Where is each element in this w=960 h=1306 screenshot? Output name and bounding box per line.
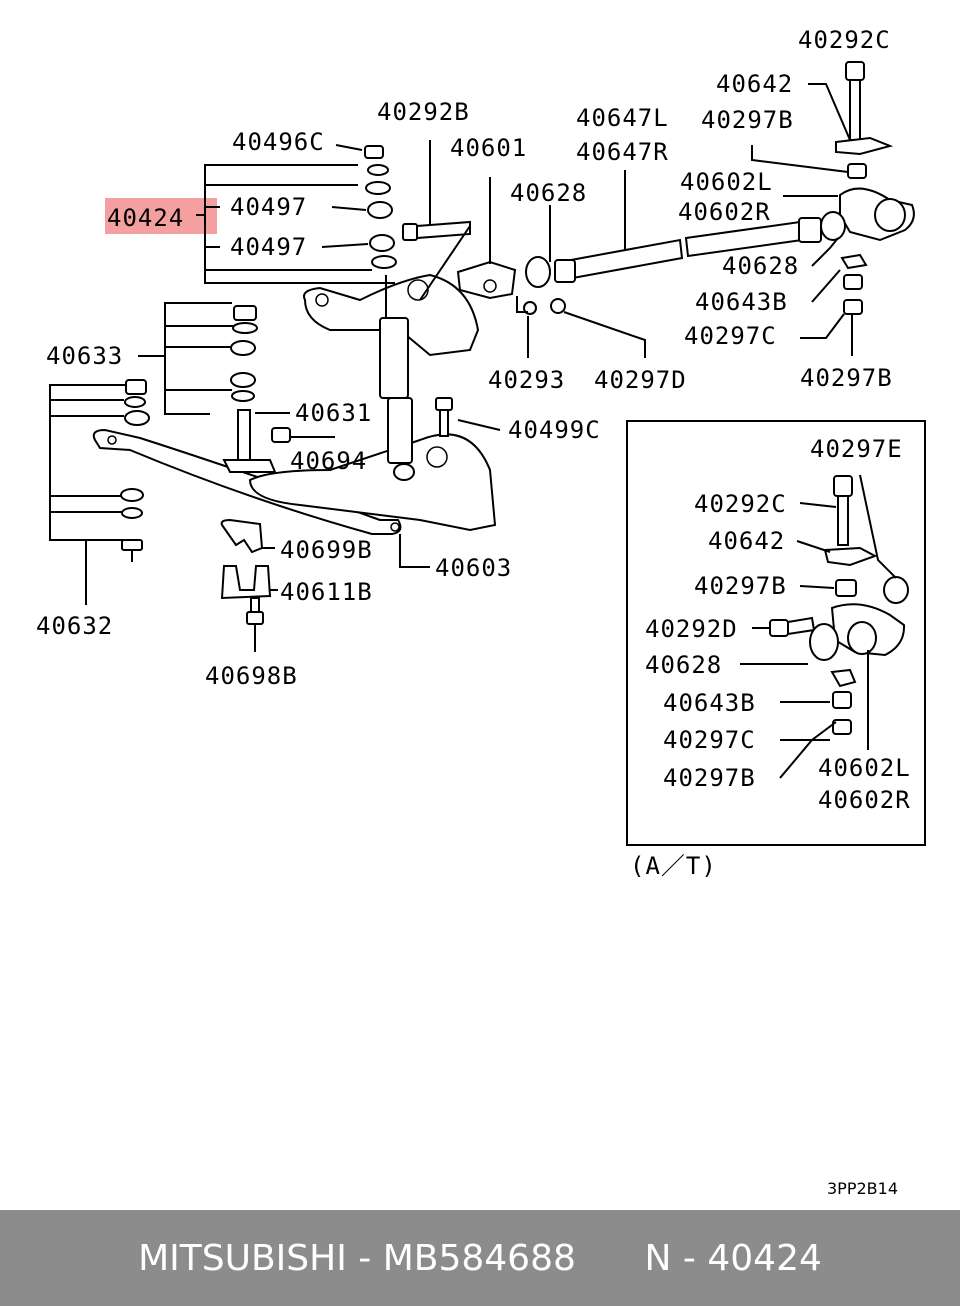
inset-label-40602L: 40602L <box>818 754 911 782</box>
label-40698B: 40698B <box>205 662 298 690</box>
label-40628-mid: 40628 <box>722 252 799 280</box>
label-40628-top: 40628 <box>510 179 587 207</box>
inset-label-40297B-b: 40297B <box>663 764 756 792</box>
label-40602L-top: 40602L <box>680 168 773 196</box>
label-40497-a: 40497 <box>230 193 307 221</box>
anchor-arm-right <box>798 187 915 243</box>
inset-label-40297B-a: 40297B <box>694 572 787 600</box>
label-40643B-top: 40643B <box>695 288 788 316</box>
label-40647L: 40647L <box>576 104 669 132</box>
shock-absorber <box>379 275 415 481</box>
clamp-parts <box>220 518 272 625</box>
label-40633: 40633 <box>46 342 123 370</box>
label-40603: 40603 <box>435 554 512 582</box>
torsion-bar <box>554 220 804 283</box>
part-info-footer: MITSUBISHI - MB584688 N - 40424 <box>0 1210 960 1306</box>
leader-lines <box>254 83 853 652</box>
anchor-arm-left <box>456 256 566 315</box>
inset-label-40602R: 40602R <box>818 786 911 814</box>
label-40292C-top: 40292C <box>798 26 891 54</box>
label-40297B-top: 40297B <box>701 106 794 134</box>
label-40297B-right: 40297B <box>800 364 893 392</box>
label-40694: 40694 <box>290 447 367 475</box>
inset-label-40297E: 40297E <box>810 435 903 463</box>
label-40496C: 40496C <box>232 128 325 156</box>
label-40292B: 40292B <box>377 98 470 126</box>
drawing-code: 3PP2B14 <box>827 1179 898 1198</box>
label-40601: 40601 <box>450 134 527 162</box>
parts-diagram: 40292C 40642 40297B 40292B 40647L 40647R… <box>36 26 926 1198</box>
label-40497-b: 40497 <box>230 233 307 261</box>
bracket-40632 <box>49 379 150 605</box>
bolt-40292B <box>402 220 471 241</box>
inset-label-40642: 40642 <box>708 527 785 555</box>
label-40293: 40293 <box>488 366 565 394</box>
inset-box <box>626 420 926 846</box>
footer-text: MITSUBISHI - MB584688 N - 40424 <box>138 1237 822 1279</box>
label-40642-top: 40642 <box>716 70 793 98</box>
label-40699B: 40699B <box>280 536 373 564</box>
bracket-40633 <box>138 302 258 415</box>
stud-40631 <box>222 409 291 473</box>
inset-label-40643B: 40643B <box>663 689 756 717</box>
bushing-stack-top <box>321 144 397 269</box>
label-40424: 40424 <box>107 204 184 232</box>
inset-label-40297C: 40297C <box>663 726 756 754</box>
label-40297D: 40297D <box>594 366 687 394</box>
label-40631: 40631 <box>295 399 372 427</box>
label-40499C: 40499C <box>508 416 601 444</box>
label-40632: 40632 <box>36 612 113 640</box>
inset-caption: (A／T) <box>630 852 717 880</box>
lower-arm <box>248 433 497 532</box>
bracket-40424 <box>196 164 395 284</box>
bolt-40499C <box>435 397 453 437</box>
inset-label-40292D: 40292D <box>645 615 738 643</box>
bolt-40292C-top <box>835 61 894 315</box>
inset-label-40292C: 40292C <box>694 490 787 518</box>
label-40602R-top: 40602R <box>678 198 771 226</box>
label-40611B: 40611B <box>280 578 373 606</box>
inset-label-40628: 40628 <box>645 651 722 679</box>
label-40297C-top: 40297C <box>684 322 777 350</box>
label-40647R: 40647R <box>576 138 669 166</box>
